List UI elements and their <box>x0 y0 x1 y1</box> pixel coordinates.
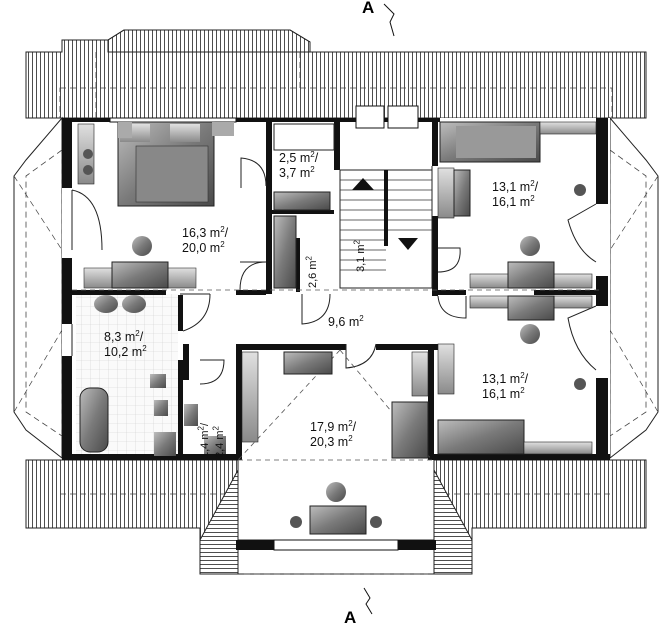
area-line1: 13,1 m <box>492 180 531 194</box>
unit-sup: 2 <box>348 433 353 443</box>
area-sep: / <box>524 372 529 386</box>
area-sep: / <box>314 151 319 165</box>
area-line2: 2,4 m <box>214 430 226 458</box>
area-line2: 10,2 m <box>104 345 143 359</box>
room-label-stair: 3,1 m2 <box>352 240 369 272</box>
staircase <box>339 169 433 289</box>
section-marker-lines <box>363 3 395 615</box>
area-line1: 8,3 m <box>104 330 136 344</box>
unit-sup: 2 <box>220 239 225 249</box>
room-label-bedroom-right-top: 13,1 m2/ 16,1 m2 <box>492 178 539 210</box>
area-sep: / <box>199 422 211 427</box>
area-line1: 2,5 m <box>279 151 311 165</box>
furniture <box>77 121 597 535</box>
roof-top <box>25 29 647 119</box>
unit-sup: 2 <box>520 385 525 395</box>
room-label-wardrobe: 2,5 m2/ 3,7 m2 <box>279 149 319 181</box>
room-label-bedroom-main: 16,3 m2/ 20,0 m2 <box>182 224 229 256</box>
area-line2: 20,3 m <box>310 435 349 449</box>
unit-sup: 2 <box>359 313 364 323</box>
section-marker-top: A <box>362 0 375 17</box>
room-label-bathroom: 8,3 m2/ 10,2 m2 <box>104 328 147 360</box>
area-line1: 16,3 m <box>182 226 221 240</box>
bay-right <box>609 116 659 460</box>
section-marker-bottom: A <box>344 608 357 627</box>
unit-sup: 2 <box>196 426 206 431</box>
area-sep: / <box>224 226 229 240</box>
area-line2: 16,1 m <box>482 387 521 401</box>
unit-sup: 2 <box>352 240 362 245</box>
unit-sup: 2 <box>530 193 535 203</box>
unit-sup: 2 <box>142 343 147 353</box>
unit-sup: 2 <box>304 256 314 261</box>
unit-sup: 2 <box>348 418 353 428</box>
room-label-bedroom-right-bottom: 13,1 m2/ 16,1 m2 <box>482 370 529 402</box>
area-sep: / <box>139 330 144 344</box>
area-line1: 13,1 m <box>482 372 521 386</box>
door-swings <box>71 157 597 385</box>
area-line2: 20,0 m <box>182 241 221 255</box>
area-line1: 2,6 m <box>307 260 319 288</box>
unit-sup: 2 <box>220 224 225 234</box>
area-sep: / <box>534 180 539 194</box>
room-label-living: 17,9 m2/ 20,3 m2 <box>310 418 357 450</box>
room-label-hall: 9,6 m2 <box>328 313 364 330</box>
area-line1: 3,1 m <box>355 244 367 272</box>
area-line1: 17,9 m <box>310 420 349 434</box>
unit-sup: 2 <box>310 149 315 159</box>
area-sep: / <box>352 420 357 434</box>
room-label-wc: 1,4 m2/ 2,4 m2 <box>196 422 228 458</box>
unit-sup: 2 <box>135 328 140 338</box>
area-line1: 1,4 m <box>199 430 211 458</box>
unit-sup: 2 <box>310 164 315 174</box>
unit-sup: 2 <box>530 178 535 188</box>
room-label-storage-small: 2,6 m2 <box>304 256 321 288</box>
walls <box>62 118 610 550</box>
unit-sup: 2 <box>211 426 221 431</box>
area-line1: 9,6 m <box>328 315 360 329</box>
area-line2: 16,1 m <box>492 195 531 209</box>
area-line2: 3,7 m <box>279 166 311 180</box>
unit-sup: 2 <box>520 370 525 380</box>
bay-left <box>13 116 63 460</box>
